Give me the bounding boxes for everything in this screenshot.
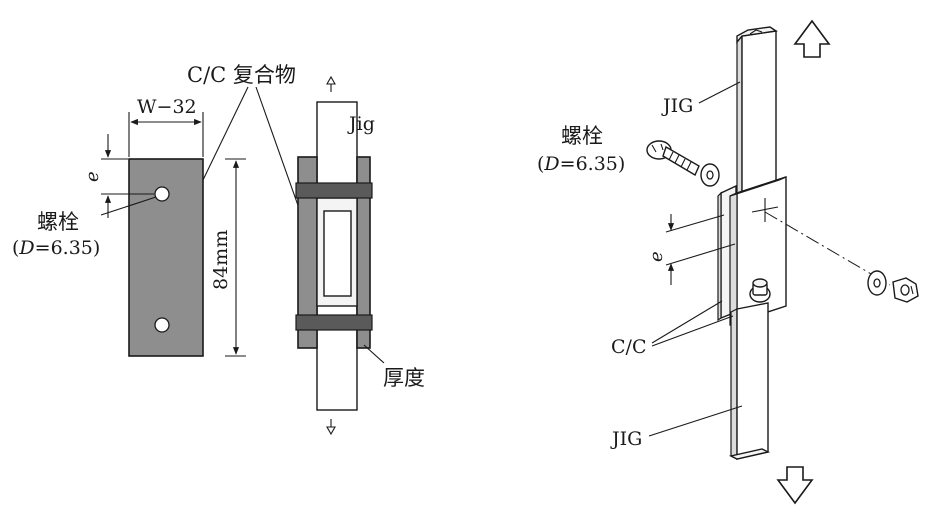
thickness-leader <box>363 344 385 364</box>
cc-label: C/C <box>611 336 646 358</box>
edge-extension-upper-right <box>665 214 725 233</box>
exploded-bolt-left <box>646 140 720 187</box>
edge-dimension-label: e <box>82 171 103 182</box>
bolt-leader-left <box>100 196 157 216</box>
bolt-axis-centerline <box>764 211 891 286</box>
bolt-diameter-label-left: (D=6.35) <box>12 237 100 259</box>
cc-leader-2 <box>651 315 734 347</box>
bolt-label-right: 螺栓 <box>561 124 603 148</box>
load-arrow-down-large <box>776 466 814 505</box>
edge-extension-lower-right <box>665 243 736 266</box>
installed-bolt <box>749 278 771 303</box>
load-arrow-up-small <box>326 75 336 92</box>
bolt-shank-left <box>662 145 700 177</box>
bolt-diameter-label-right: (D=6.35) <box>537 153 625 175</box>
load-arrow-up-large <box>793 19 831 58</box>
jig-side-view: Jig 厚度 <box>295 75 425 436</box>
composite-label: C/C 复合物 <box>187 63 296 87</box>
jig-bottom-label: JIG <box>610 428 642 450</box>
isometric-view: e JIG 螺栓 (D=6.35) C/C JIG <box>537 19 919 505</box>
clevis-side-face <box>729 192 738 326</box>
cc-plate-back-edge <box>717 191 722 322</box>
jig-top-leader <box>698 81 741 104</box>
bolt-hole-bottom <box>154 317 170 333</box>
bolt-label-left: 螺栓 <box>37 210 79 234</box>
cc-leader-1 <box>651 300 723 344</box>
edge-dimension-label-right: e <box>646 251 667 262</box>
composite-leader-left <box>202 86 249 181</box>
jig-top-label: JIG <box>661 95 693 117</box>
thickness-label: 厚度 <box>383 366 425 390</box>
specimen-front-view: W−32 e 84mm 螺栓 (D=6.35) <box>12 96 246 357</box>
length-dimension-label: 84mm <box>210 230 232 290</box>
specimen-inner <box>323 210 352 297</box>
width-dimension-label: W−32 <box>137 96 197 118</box>
lower-jig-front-face <box>736 302 769 460</box>
load-arrow-down-small <box>326 419 336 436</box>
bolt-band-bottom <box>295 314 373 331</box>
clevis-top-face <box>729 176 787 197</box>
jig-label-left: Jig <box>347 113 375 135</box>
jig-bottom-leader <box>648 405 743 437</box>
upper-jig-top-notch <box>749 29 763 35</box>
composite-callout: C/C 复合物 <box>187 63 307 229</box>
upper-jig-top-face <box>736 26 778 44</box>
bolt-hole-top <box>154 186 170 202</box>
lower-jig-side-face <box>730 308 738 460</box>
exploded-nut-right <box>867 270 919 303</box>
upper-jig-front-face <box>741 30 777 197</box>
bolt-band-top <box>295 182 373 199</box>
lower-jig-bottom-face <box>728 448 771 460</box>
